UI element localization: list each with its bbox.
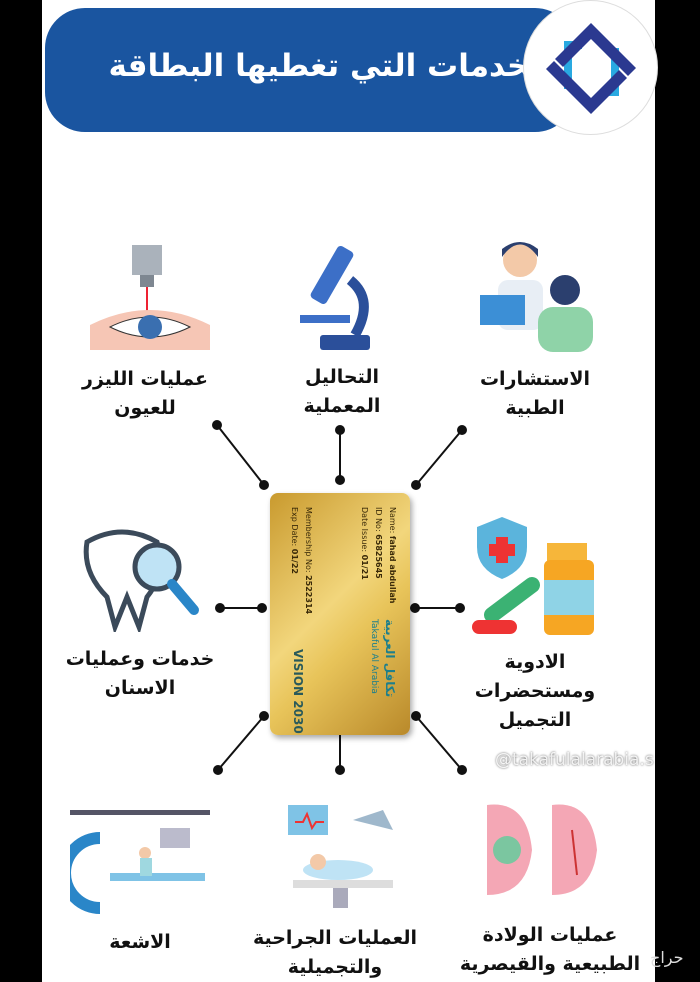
service-label: الطبية — [505, 397, 565, 419]
service-surgery: العمليات الجراحية والتجميلية — [235, 924, 435, 982]
surgery-icon — [288, 805, 393, 908]
card-name: fahad abdullah — [388, 535, 397, 604]
service-label: للعيون — [114, 397, 176, 419]
service-label: التجميل — [498, 709, 572, 731]
microscope-icon — [300, 245, 370, 350]
doctor-consultation-icon — [480, 242, 593, 352]
service-label: العمليات الجراحية — [252, 927, 418, 949]
service-label: عمليات الليزر — [82, 368, 208, 390]
service-label: والتجميلية — [287, 956, 383, 978]
service-lab-tests: التحاليل المعملية — [252, 363, 432, 421]
watermark-text: @takafulalarabia.s — [495, 750, 654, 770]
service-label: التحاليل — [304, 366, 380, 388]
card-id: 65825645 — [374, 534, 383, 579]
tooth-magnifier-icon — [83, 529, 199, 632]
service-dental: خدمات وعمليات الاسنان — [50, 645, 230, 703]
service-label: الاشعة — [109, 931, 171, 953]
insurance-card: تكافل العربية Takaful Al Arabia Name: fa… — [270, 493, 410, 735]
service-medical-consultations: الاستشارات الطبية — [445, 365, 625, 423]
service-label: الاسنان — [104, 677, 176, 699]
watermark-logo: حراج — [650, 948, 684, 967]
brand-logo — [523, 0, 658, 135]
service-radiology: الاشعة — [50, 928, 230, 957]
service-label: المعملية — [303, 395, 381, 417]
medicine-icon — [472, 517, 594, 635]
service-label: عمليات الولادة — [482, 924, 618, 946]
vision-2030-logo: VISION 2030 — [291, 649, 305, 734]
service-medicine-cosmetics: الادوية ومستحضرات التجميل — [445, 648, 625, 735]
pregnancy-icon — [487, 804, 597, 895]
card-id-label: ID No: — [374, 507, 383, 532]
page-title: الخدمات التي تغطيها البطاقة — [108, 48, 552, 84]
card-name-label: Name: — [388, 507, 397, 534]
service-label: الطبيعية والقيصرية — [459, 953, 641, 975]
service-eye-laser: عمليات الليزر للعيون — [55, 365, 235, 423]
service-label: خدمات وعمليات — [65, 648, 215, 670]
service-label: الادوية — [504, 651, 566, 673]
card-membership: 2522314 — [304, 575, 313, 615]
card-exp-label: Exp Date: — [290, 507, 299, 547]
card-issue-label: Date Issue: — [360, 507, 369, 553]
header-banner: الخدمات التي تغطيها البطاقة — [45, 8, 575, 132]
card-exp: 01/22 — [290, 548, 299, 574]
eye-laser-icon — [90, 245, 210, 350]
service-childbirth: عمليات الولادة الطبيعية والقيصرية — [445, 921, 655, 979]
card-membership-label: Membership No: — [304, 507, 313, 573]
card-brand-ar: تكافل العربية — [383, 619, 397, 698]
service-label: ومستحضرات — [474, 680, 596, 702]
service-label: الاستشارات — [479, 368, 591, 390]
xray-machine-icon — [70, 810, 210, 914]
card-brand-en: Takaful Al Arabia — [369, 619, 379, 694]
card-issue: 01/21 — [360, 554, 369, 580]
